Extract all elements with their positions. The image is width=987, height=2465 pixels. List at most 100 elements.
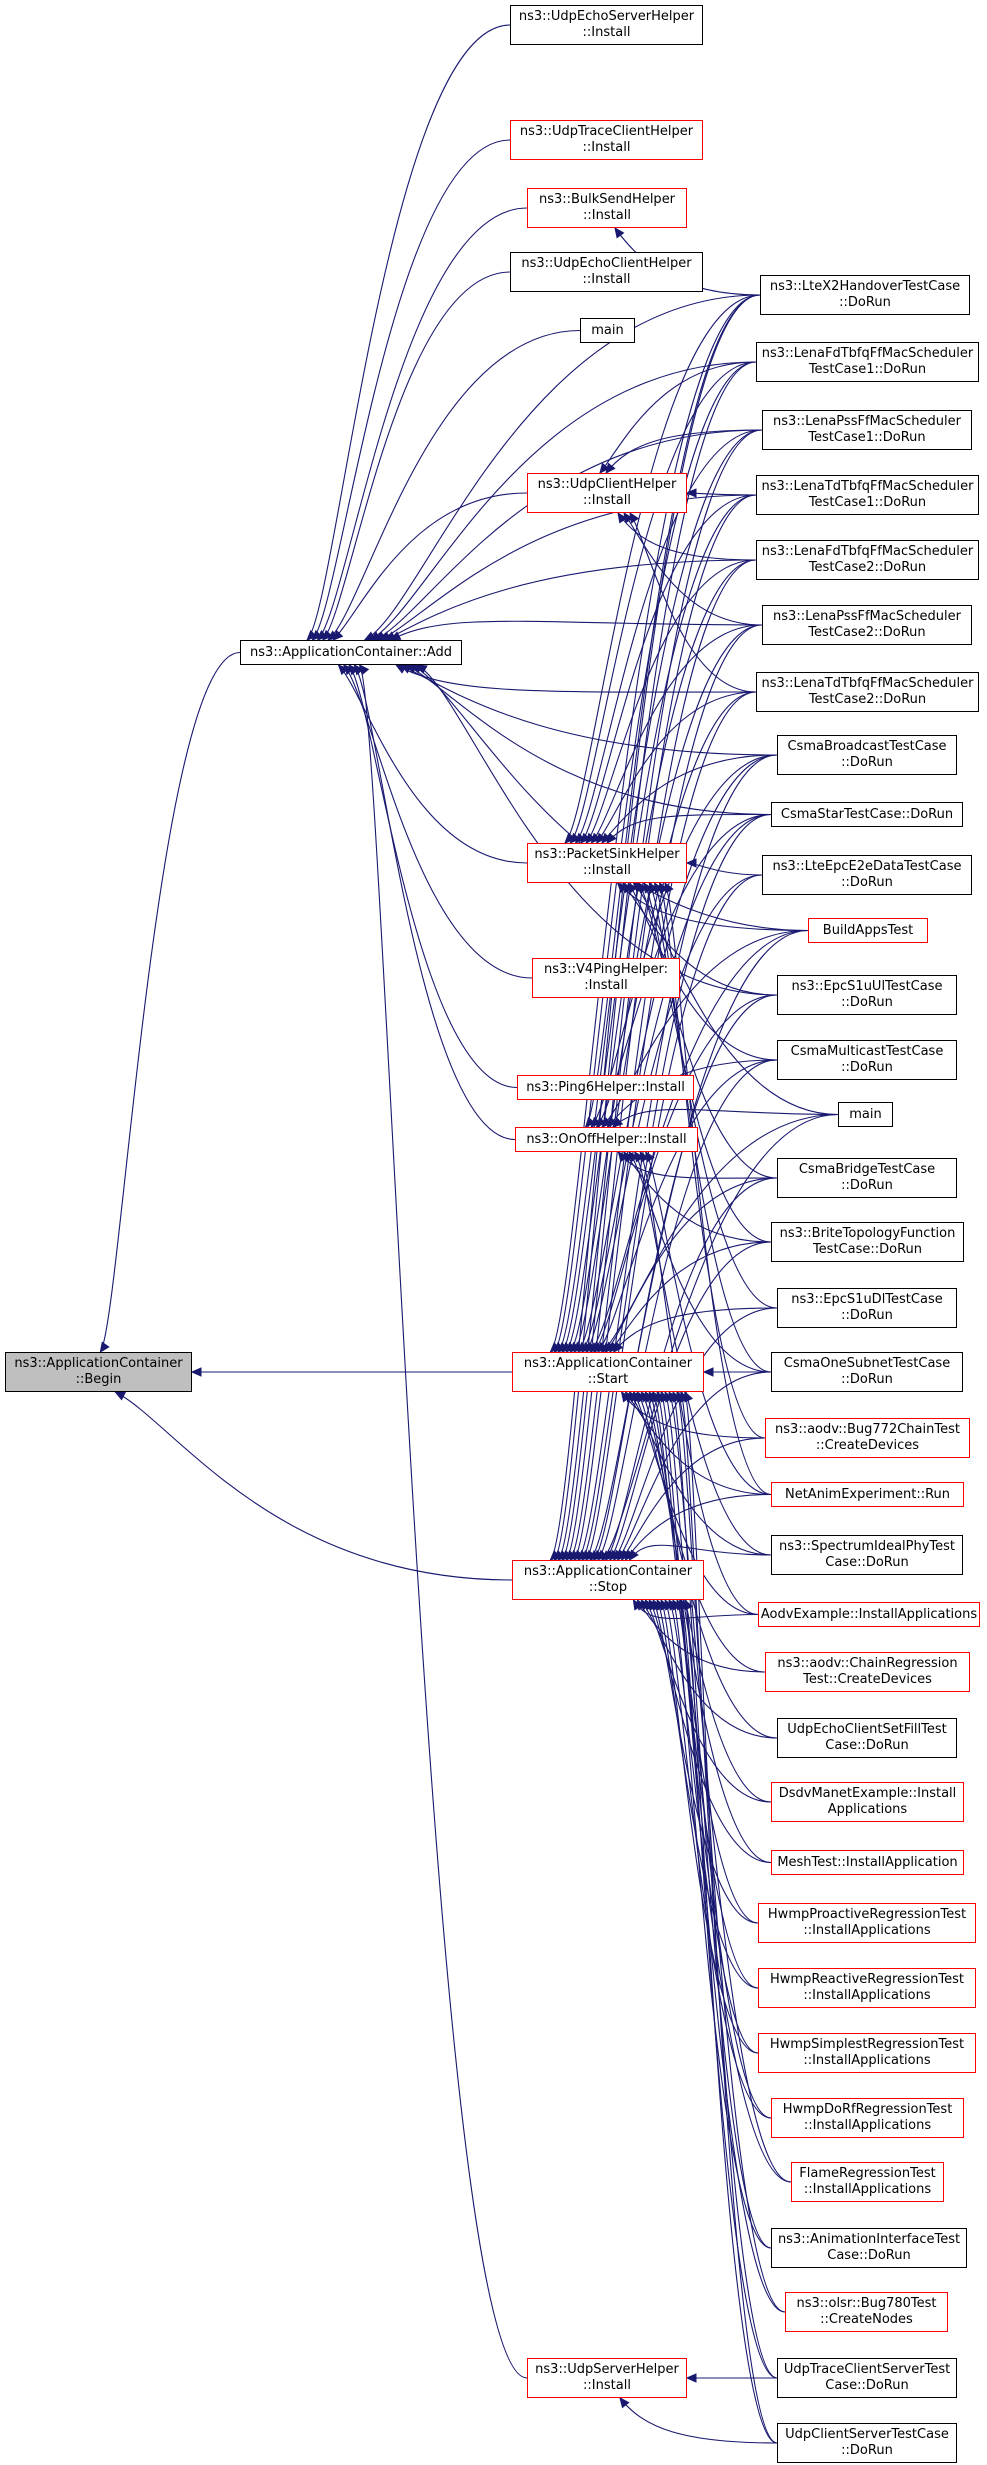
call-edge: [628, 1151, 772, 1373]
node-hwmp-do-rf[interactable]: HwmpDoRfRegressionTest ::InstallApplicat…: [771, 2098, 964, 2138]
node-add[interactable]: ns3::ApplicationContainer::Add: [240, 640, 462, 665]
call-edge: [348, 664, 518, 1089]
call-edge: [322, 271, 511, 641]
node-dsdv-manet[interactable]: DsdvManetExample::Install Applications: [771, 1782, 964, 1822]
node-lte-x2[interactable]: ns3::LteX2HandoverTestCase ::DoRun: [760, 275, 970, 315]
node-brite[interactable]: ns3::BriteTopologyFunction TestCase::DoR…: [771, 1222, 964, 1262]
edge-arrowhead: [685, 2373, 697, 2383]
call-edge: [617, 1151, 778, 1179]
edge-arrowhead: [574, 832, 586, 844]
node-v4ping[interactable]: ns3::V4PingHelper: :Install: [532, 958, 680, 998]
node-olsr-bug780[interactable]: ns3::olsr::Bug780Test ::CreateNodes: [785, 2292, 948, 2332]
node-epc-s1u-ul[interactable]: ns3::EpcS1uUlTestCase ::DoRun: [777, 975, 957, 1015]
edge-arrowhead: [595, 832, 607, 844]
edge-layer: [99, 24, 839, 2444]
call-edge: [680, 1599, 778, 2379]
node-start[interactable]: ns3::ApplicationContainer ::Start: [512, 1352, 704, 1392]
node-anim-iface[interactable]: ns3::AnimationInterfaceTest Case::DoRun: [771, 2228, 967, 2268]
node-onoff[interactable]: ns3::OnOffHelper::Install: [515, 1127, 698, 1152]
call-edge: [317, 207, 528, 641]
call-edge: [601, 754, 778, 844]
call-edge: [311, 139, 511, 641]
call-edge: [585, 294, 761, 1128]
node-udp-echo-client[interactable]: ns3::UdpEchoClientHelper ::Install: [510, 252, 703, 292]
node-hwmp-reactive[interactable]: HwmpReactiveRegressionTest ::InstallAppl…: [758, 1968, 976, 2008]
node-lena-fd-tbfq1[interactable]: ns3::LenaFdTbfqFfMacScheduler TestCase1:…: [756, 342, 979, 382]
edge-arrowhead: [590, 832, 602, 844]
call-edge: [622, 882, 778, 996]
node-aodv-bug772[interactable]: ns3::aodv::Bug772ChainTest ::CreateDevic…: [765, 1418, 970, 1458]
edge-arrowhead: [99, 1341, 110, 1354]
node-udp-trace-client[interactable]: ns3::UdpTraceClientHelper ::Install: [510, 120, 703, 160]
call-edge: [550, 294, 761, 1561]
call-edge: [597, 1059, 778, 1561]
node-csma-broadcast[interactable]: CsmaBroadcastTestCase ::DoRun: [777, 735, 957, 775]
call-edge: [395, 664, 757, 693]
call-edge: [385, 559, 757, 641]
node-epc-s1u-dl[interactable]: ns3::EpcS1uDlTestCase ::DoRun: [777, 1288, 957, 1328]
call-edge: [580, 494, 757, 844]
node-hwmp-proactive[interactable]: HwmpProactiveRegressionTest ::InstallApp…: [758, 1903, 976, 1943]
edge-arrowhead: [579, 832, 591, 844]
node-csma-bridge[interactable]: CsmaBridgeTestCase ::DoRun: [777, 1158, 957, 1198]
node-net-anim[interactable]: NetAnimExperiment::Run: [771, 1482, 964, 1507]
call-edge: [684, 1391, 778, 2444]
node-main-top[interactable]: main: [580, 318, 635, 343]
node-build-apps[interactable]: BuildAppsTest: [808, 918, 928, 943]
node-udp-client-server[interactable]: UdpClientServerTestCase ::DoRun: [777, 2423, 957, 2463]
call-edge: [581, 813, 772, 1561]
call-edge: [613, 1307, 778, 1561]
call-edge: [550, 294, 761, 1353]
node-aodv-example[interactable]: AodvExample::InstallApplications: [758, 1602, 980, 1627]
call-edge: [621, 1391, 766, 1439]
node-udp-trace-c-s[interactable]: UdpTraceClientServerTest Case::DoRun: [777, 2358, 957, 2398]
edge-arrowhead: [599, 462, 610, 474]
node-flame[interactable]: FlameRegressionTest ::InstallApplication…: [791, 2162, 944, 2202]
node-main-mid[interactable]: main: [838, 1102, 893, 1127]
edge-arrowhead: [337, 664, 349, 676]
call-edge: [619, 2397, 778, 2444]
edge-arrowhead: [585, 832, 596, 844]
call-edge: [625, 1493, 772, 1561]
node-lena-pss2[interactable]: ns3::LenaPssFfMacScheduler TestCase2::Do…: [762, 605, 972, 645]
call-edge: [327, 329, 581, 641]
edge-arrowhead: [616, 882, 628, 894]
call-edge: [332, 492, 528, 641]
call-edge: [623, 1151, 772, 1243]
node-lena-td-tbfq2[interactable]: ns3::LenaTdTbfqFfMacScheduler TestCase2:…: [756, 672, 979, 712]
edge-arrowhead: [190, 1367, 202, 1377]
node-lena-td-tbfq1[interactable]: ns3::LenaTdTbfqFfMacScheduler TestCase1:…: [756, 475, 979, 515]
node-lte-epc-e2e[interactable]: ns3::LteEpcE2eDataTestCase ::DoRun: [762, 855, 972, 895]
node-lena-pss1[interactable]: ns3::LenaPssFfMacScheduler TestCase1::Do…: [762, 410, 972, 450]
edge-arrowhead: [348, 664, 359, 676]
node-spectrum-ideal[interactable]: ns3::SpectrumIdealPhyTest Case::DoRun: [771, 1535, 963, 1575]
node-hwmp-simplest[interactable]: HwmpSimplestRegressionTest ::InstallAppl…: [758, 2033, 976, 2073]
call-edge: [564, 294, 761, 844]
call-edge: [612, 1108, 839, 1128]
node-aodv-chain[interactable]: ns3::aodv::ChainRegression Test::CreateD…: [765, 1652, 970, 1692]
node-csma-multicast[interactable]: CsmaMulticastTestCase ::DoRun: [777, 1040, 957, 1080]
call-edge: [686, 862, 763, 876]
call-edge: [575, 429, 763, 844]
node-udp-echo-fill[interactable]: UdpEchoClientSetFillTest Case::DoRun: [777, 1718, 957, 1758]
edge-arrowhead: [389, 631, 402, 641]
call-edge: [374, 429, 763, 641]
node-csma-one-subnet[interactable]: CsmaOneSubnetTestCase ::DoRun: [771, 1352, 963, 1392]
call-edge: [596, 691, 757, 844]
node-mesh-test[interactable]: MeshTest::InstallApplication: [771, 1850, 964, 1875]
call-edge: [597, 1059, 778, 1353]
node-ping6[interactable]: ns3::Ping6Helper::Install: [517, 1075, 694, 1100]
node-udp-echo-server[interactable]: ns3::UdpEchoServerHelper ::Install: [510, 5, 703, 45]
node-stop[interactable]: ns3::ApplicationContainer ::Stop: [512, 1560, 704, 1600]
node-udp-server[interactable]: ns3::UdpServerHelper ::Install: [527, 2358, 687, 2398]
call-edge: [668, 1599, 792, 2183]
node-packet-sink[interactable]: ns3::PacketSinkHelper ::Install: [527, 843, 687, 883]
call-edge: [115, 1391, 513, 1581]
node-bulk-send[interactable]: ns3::BulkSendHelper ::Install: [527, 188, 687, 228]
node-lena-fd-tbfq2[interactable]: ns3::LenaFdTbfqFfMacScheduler TestCase2:…: [756, 540, 979, 580]
node-csma-star[interactable]: CsmaStarTestCase::DoRun: [771, 802, 963, 827]
call-edge: [553, 361, 757, 1561]
edge-arrowhead: [590, 1116, 602, 1128]
call-edge: [380, 494, 757, 641]
node-udp-client[interactable]: ns3::UdpClientHelper ::Install: [527, 473, 687, 513]
